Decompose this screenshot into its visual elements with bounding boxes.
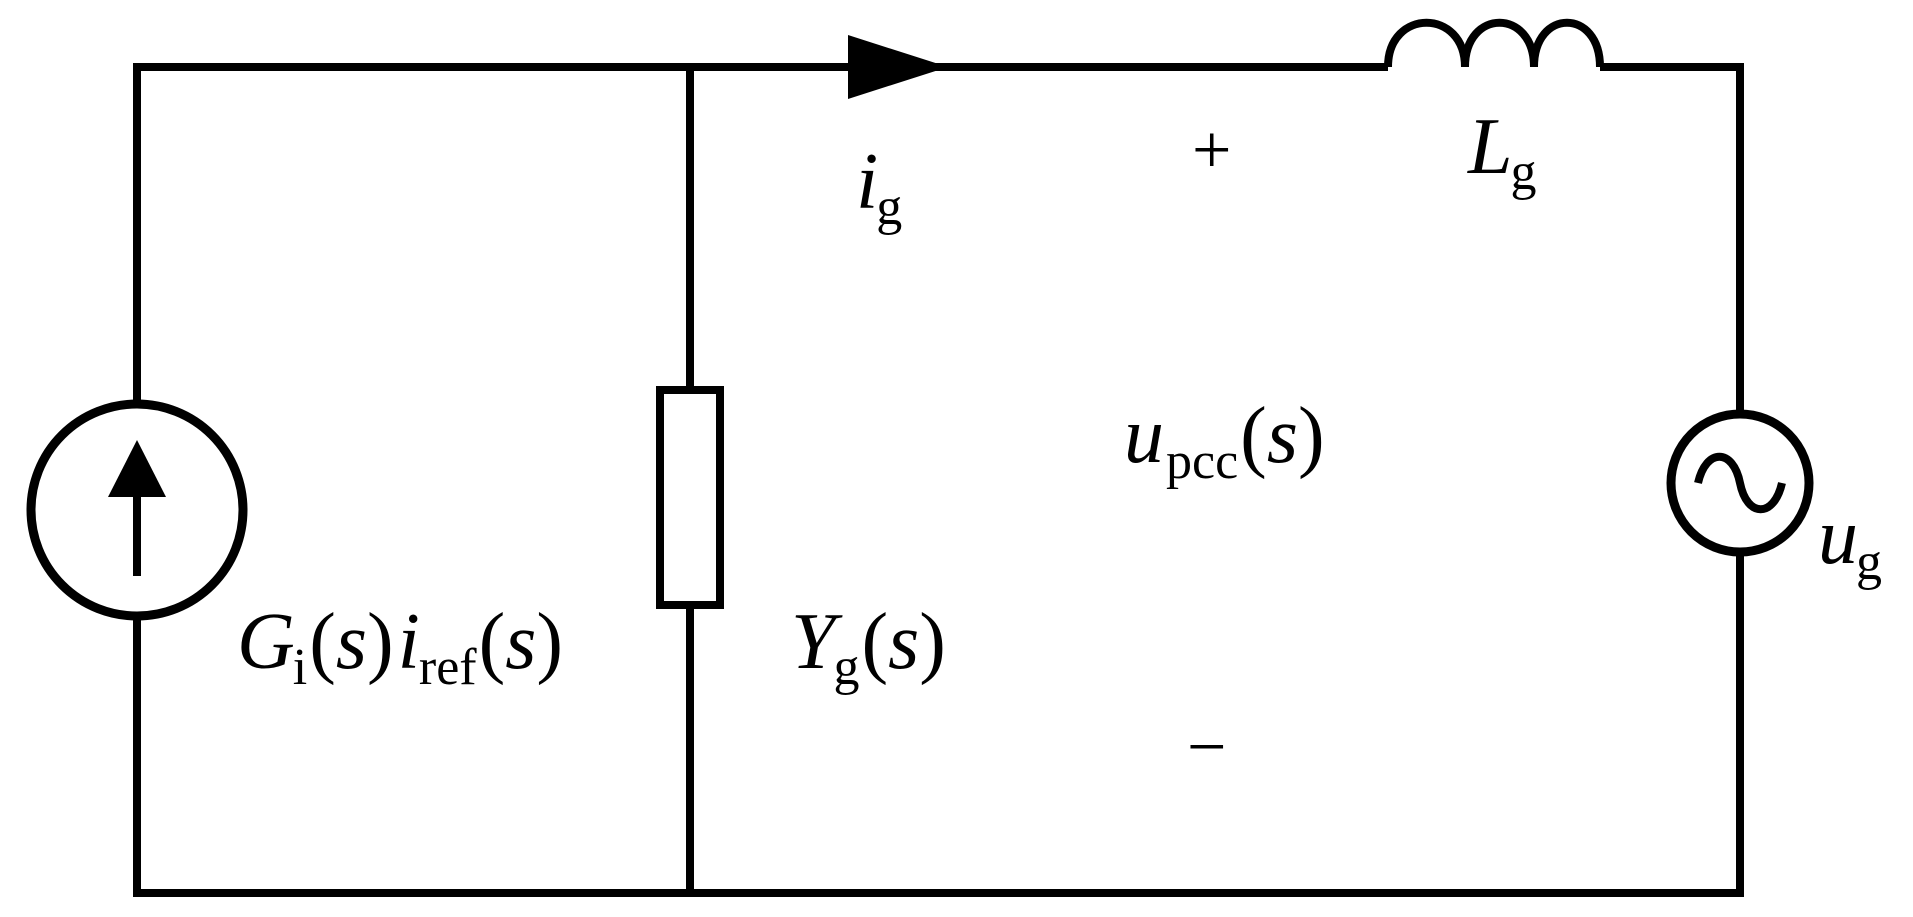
ug-label: ug [1818, 493, 1882, 591]
current-arrow-icon [848, 35, 948, 99]
current-source-icon [26, 399, 248, 621]
bottom-wire [133, 553, 1744, 897]
minus-sign: − [1187, 709, 1226, 786]
upcc-label: upcc(s) [1124, 392, 1325, 490]
ig-label: ig [856, 138, 902, 236]
inductor-icon [1384, 18, 1604, 68]
right-wire-top [1600, 63, 1744, 415]
plus-sign: + [1192, 112, 1231, 189]
lg-label: Lg [1467, 103, 1537, 201]
yg-label: Yg(s) [791, 598, 946, 696]
ac-voltage-source-icon [1666, 409, 1814, 557]
wires [133, 63, 1744, 897]
resistor-icon [656, 386, 724, 609]
left-wire-top [133, 63, 1388, 402]
source-label: Gi(s)iref(s) [237, 598, 563, 696]
